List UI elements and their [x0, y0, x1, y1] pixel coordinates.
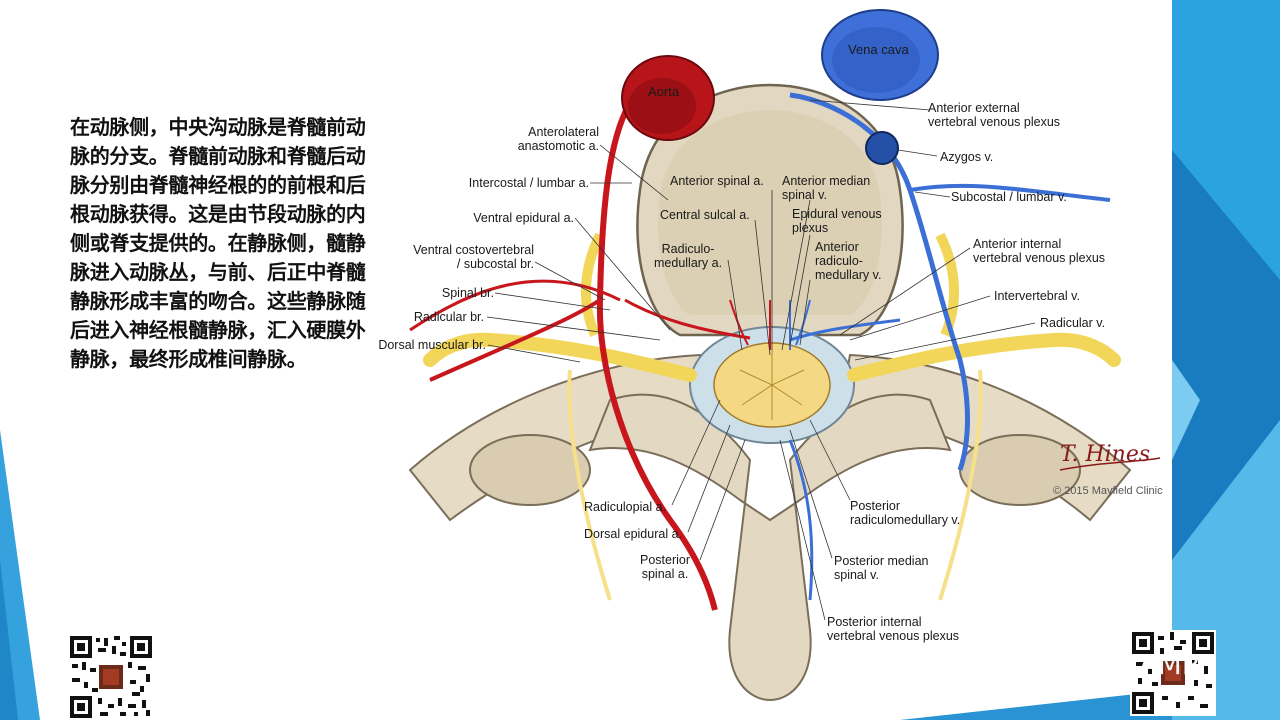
label-anterolateral-anastomotic: Anterolateral anastomotic a.	[517, 125, 599, 153]
label-intervertebral-v: Intervertebral v.	[994, 289, 1080, 303]
aorta-label: Aorta	[648, 84, 680, 99]
label-radiculo-medullary-a: Radiculo- medullary a.	[654, 242, 723, 270]
label-dorsal-muscular-br: Dorsal muscular br.	[378, 338, 486, 352]
label-posterior-spinal-a: Posterior spinal a.	[640, 553, 691, 581]
vena-cava-label: Vena cava	[848, 42, 909, 57]
wechat-icon	[940, 645, 974, 674]
label-anterior-spinal-a: Anterior spinal a.	[670, 174, 764, 188]
label-anterior-internal-plexus: Anterior internal vertebral venous plexu…	[973, 237, 1106, 265]
label-ventral-epidural-a: Ventral epidural a.	[473, 211, 574, 225]
body-text: 在动脉侧，中央沟动脉是脊髓前动脉的分支。脊髓前动脉和脊髓后动脉分别由脊髓神经根的…	[70, 115, 366, 371]
label-intercostal-lumbar-a: Intercostal / lumbar a.	[468, 176, 589, 190]
label-posterior-median-spinal-v: Posterior median spinal v.	[834, 554, 929, 582]
label-ventral-costovertebral: Ventral costovertebral / subcostal br.	[413, 243, 534, 271]
label-anterior-external-plexus: Anterior external vertebral venous plexu…	[928, 101, 1061, 129]
wechat-watermark: 微信号: SZBAMR	[980, 648, 1202, 681]
label-dorsal-epidural-a: Dorsal epidural a.	[584, 527, 682, 541]
label-spinal-br: Spinal br.	[441, 286, 494, 300]
qr-code-left	[68, 634, 154, 720]
figure-credit: © 2015 Mayfield Clinic	[1053, 485, 1163, 497]
label-posterior-internal-plexus: Posterior internal vertebral venous plex…	[827, 615, 960, 643]
spinal-vasculature-figure: Aorta Vena cava Anterolateral anastomoti…	[370, 0, 1172, 720]
label-anterior-radiculo-medullary-v: Anterior radiculo- medullary v.	[815, 240, 882, 282]
qr-code-right	[1130, 630, 1216, 716]
anatomy-illustration	[408, 9, 1161, 702]
label-subcostal-lumbar-v: Subcostal / lumbar v.	[951, 190, 1067, 204]
label-radicular-v: Radicular v.	[1040, 316, 1106, 330]
label-radiculopial-a: Radiculopial a.	[584, 500, 666, 514]
label-epidural-venous-plexus: Epidural venous plexus	[792, 207, 882, 235]
label-radicular-br: Radicular br.	[413, 310, 484, 324]
label-azygos-v: Azygos v.	[940, 150, 994, 164]
label-posterior-radiculomedullary-v: Posterior radiculomedullary v.	[850, 499, 961, 527]
illustrator-signature: T. Hines	[1060, 442, 1151, 467]
label-central-sulcal-a: Central sulcal a.	[660, 208, 750, 222]
label-anterior-median-spinal-v: Anterior median spinal v.	[782, 174, 871, 202]
